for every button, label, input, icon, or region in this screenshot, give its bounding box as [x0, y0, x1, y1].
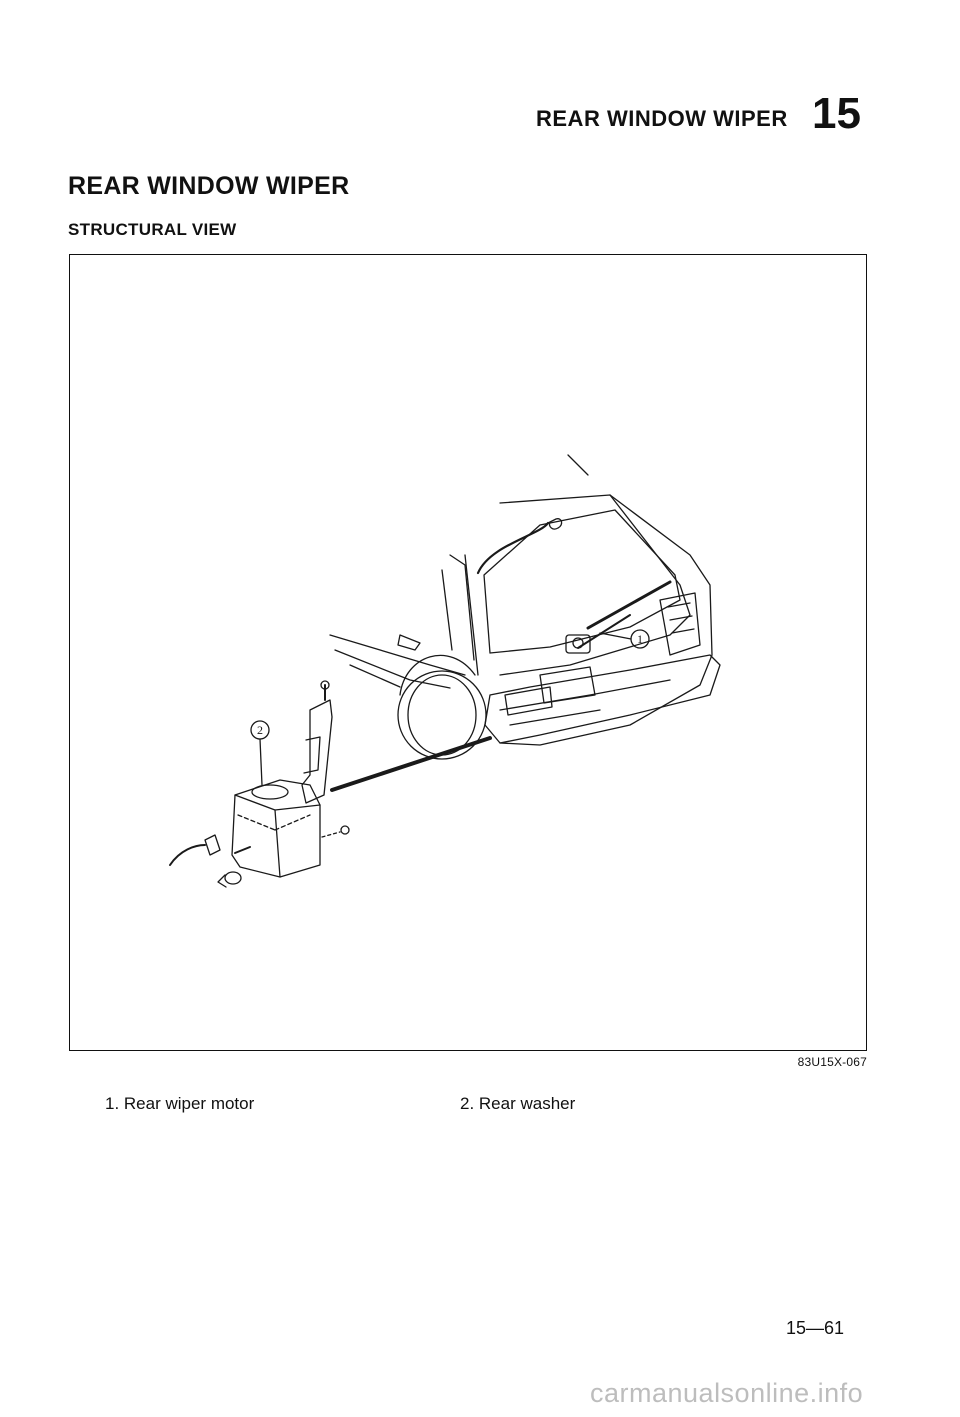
callout-1-label: 1 — [637, 632, 643, 646]
callout-2-label: 2 — [257, 723, 263, 737]
page-number: 15—61 — [786, 1318, 845, 1338]
legend-item-rear-washer: 2. Rear washer — [460, 1094, 576, 1113]
watermark: carmanualsonline.info — [590, 1378, 864, 1408]
vehicle-line-drawing: 1 2 — [169, 454, 721, 888]
subsection-title: STRUCTURAL VIEW — [68, 220, 237, 239]
figure-code: 83U15X-067 — [797, 1055, 867, 1069]
structural-view-figure: 1 2 — [69, 254, 867, 1051]
legend-item-rear-wiper-motor: 1. Rear wiper motor — [105, 1094, 255, 1113]
running-header-section-number: 15 — [812, 89, 861, 138]
running-header-title: REAR WINDOW WIPER — [536, 106, 788, 131]
section-title: REAR WINDOW WIPER — [68, 172, 350, 200]
